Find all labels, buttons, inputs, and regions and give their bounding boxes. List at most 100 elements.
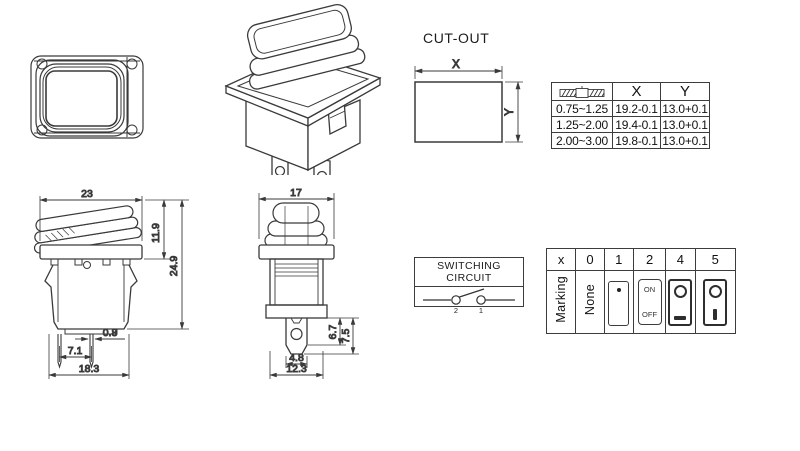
thickness-cell: 0.75~1.25 [551, 100, 613, 117]
front-outer-frame [30, 55, 144, 139]
switching-circuit-title: SWITCHING CIRCUIT [415, 258, 523, 287]
front-rocker-rim-inner [42, 66, 122, 130]
thickness-cell: 2.00~3.00 [551, 132, 613, 149]
rocker-onoff-graphic: ON OFF [637, 279, 662, 325]
on-label: ON [643, 285, 656, 294]
front-rocker-rim [39, 63, 125, 133]
body-inner-lines [57, 265, 125, 322]
tab-terminal [285, 318, 308, 355]
end-body [269, 258, 324, 306]
cutout-y-label: Y [504, 108, 516, 116]
table-row: 1.25~2.00 19.4-0.1 13.0+0.1 [551, 116, 710, 133]
dash-marking [674, 315, 687, 320]
pin-terminal [57, 334, 62, 369]
front-rocker-face [45, 70, 118, 127]
dim-base-width: 18.3 [79, 363, 100, 375]
panel-thickness-header [551, 82, 613, 101]
rocker-blade [35, 205, 134, 232]
front-corner-ear [36, 58, 48, 70]
marking-onoff-cell: ON OFF [632, 270, 667, 334]
off-label: OFF [642, 310, 658, 319]
boot-seams [284, 206, 309, 245]
front-view-drawing [30, 55, 144, 139]
y-cell: 13.0+0.1 [660, 100, 710, 117]
dim-tab-inner: 6.7 [327, 325, 339, 340]
rocker-dot-graphic [608, 280, 630, 326]
pin-terminal [89, 334, 94, 369]
mount-stub [74, 258, 83, 266]
side-body-outline [44, 264, 138, 330]
front-bezel [35, 59, 129, 137]
header-5: 5 [694, 248, 737, 271]
header-2: 2 [632, 248, 667, 271]
marking-row-label: Marking [554, 276, 569, 323]
cutout-title: CUT-OUT [423, 30, 490, 46]
front-corner-ear [36, 124, 48, 136]
cutout-table: X Y 0.75~1.25 19.2-0.1 13.0+0.1 1.25~2.0… [551, 82, 710, 149]
dim-total-height: 24.9 [168, 256, 180, 277]
x-cell: 19.2-0.1 [612, 100, 661, 117]
marking-none-cell: None [575, 270, 605, 334]
cutout-rect [414, 81, 503, 143]
y-cell: 13.0+0.1 [660, 116, 710, 133]
circuit-terminal-1 [476, 295, 486, 305]
dim-tab-full: 7.5 [340, 329, 352, 344]
circuit-lever [459, 288, 485, 298]
dot-marking [616, 287, 621, 292]
marking-o-dash-cell [665, 270, 696, 334]
dim-pin-width: 0.8 [103, 327, 118, 339]
o-ring-marking [673, 284, 687, 298]
marking-row: Marking None ON OFF [545, 270, 737, 334]
blade-hatching [45, 226, 75, 242]
circuit-symbol: 2 1 [423, 288, 515, 315]
header-4: 4 [665, 248, 696, 271]
boot-cap [272, 202, 320, 224]
i-bar-marking [713, 308, 718, 320]
circuit-terminal-2 [451, 295, 461, 305]
end-bezel [258, 244, 335, 260]
rocker-o-dash-graphic [668, 278, 693, 326]
tab-crimp [290, 317, 303, 324]
mount-stub [50, 258, 59, 266]
mount-stub [102, 258, 111, 266]
panel-thickness-icon [559, 85, 605, 98]
center-detent [83, 261, 91, 269]
body-ribs [275, 263, 318, 277]
header-1: 1 [603, 248, 634, 271]
table-row: 2.00~3.00 19.8-0.1 13.0+0.1 [551, 132, 710, 149]
marking-header-row: x 0 1 2 4 5 [545, 248, 737, 271]
terminal-hole [274, 165, 286, 175]
base-flange [265, 304, 328, 319]
dim-rocker-height: 11.9 [150, 223, 162, 243]
marking-o-bar-cell [694, 270, 737, 334]
side-bezel [39, 244, 143, 260]
none-label: None [582, 283, 597, 316]
x-cell: 19.8-0.1 [612, 132, 661, 149]
perspective-view-drawing [224, 3, 382, 175]
thickness-cell: 1.25~2.00 [551, 116, 613, 133]
header-x: x [545, 248, 577, 271]
column-header-x: X [612, 82, 661, 101]
dim-tab-width: 4.8 [289, 352, 304, 364]
tab-hole [290, 327, 303, 341]
switching-circuit-box: SWITCHING CIRCUIT 2 1 [414, 257, 524, 315]
y-cell: 13.0+0.1 [660, 132, 710, 149]
rocker-cap [246, 3, 366, 90]
marking-row-label-cell: Marking [545, 270, 577, 334]
rocker-o-bar-graphic [703, 278, 728, 326]
cutout-x-label: X [452, 59, 460, 71]
marking-table: x 0 1 2 4 5 Marking None ON [545, 248, 737, 334]
cap-top-inner [253, 9, 346, 54]
marking-dot-cell [603, 270, 634, 334]
x-cell: 19.4-0.1 [612, 116, 661, 133]
end-view-drawing: 17 6.7 7.5 4.8 12.3 [258, 187, 359, 379]
terminal-2-label: 2 [454, 306, 458, 315]
side-view-drawing: 23 11.9 24.9 0.8 7.1 18.3 [33, 188, 189, 379]
table-row: 0.75~1.25 19.2-0.1 13.0+0.1 [551, 100, 710, 117]
dim-base-width: 12.3 [286, 363, 307, 375]
base-step [64, 329, 118, 335]
body-inner-lines [274, 259, 319, 305]
dim-top-width: 17 [290, 187, 302, 199]
column-header-y: Y [660, 82, 710, 101]
